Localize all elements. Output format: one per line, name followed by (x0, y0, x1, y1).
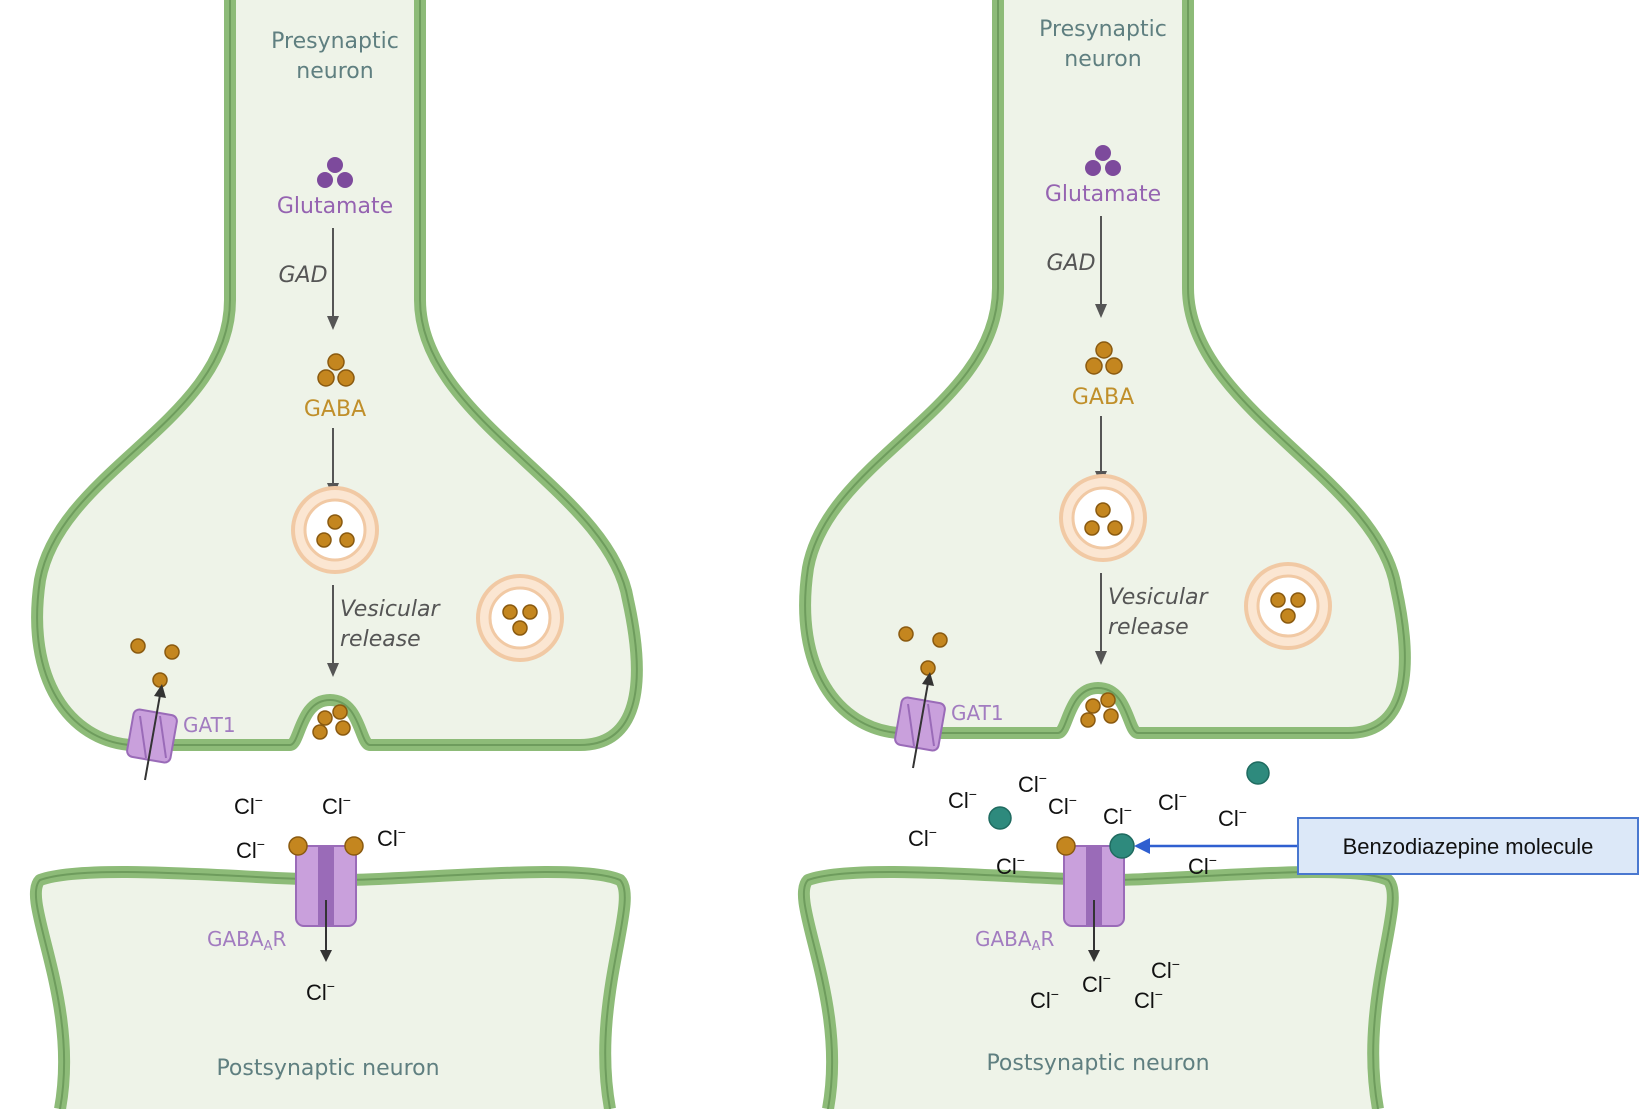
right-panel: Presynaptic neuron Glutamate GAD GABA (804, 0, 1405, 1109)
gad-label: GAD (1046, 251, 1095, 276)
gabaar-label: GABAAR (207, 927, 287, 954)
vesicular-release-arrow (327, 585, 339, 677)
chloride-ion: Cl− (234, 792, 263, 819)
gat1-label: GAT1 (183, 713, 236, 737)
presynaptic-label-line2: neuron (1064, 47, 1141, 72)
gad-label: GAD (278, 263, 327, 288)
svg-text:Cl−: Cl− (1103, 802, 1132, 829)
vesicular-label-line1: Vesicular (1108, 585, 1210, 610)
svg-text:Cl−: Cl− (948, 786, 977, 813)
released-gaba-exocytosis (1080, 692, 1119, 728)
released-gaba-exocytosis (312, 704, 351, 740)
gad-arrow (1095, 216, 1107, 318)
benzodiazepine-label: Benzodiazepine molecule (1343, 834, 1594, 859)
svg-text:Cl−: Cl− (1151, 956, 1180, 983)
left-panel: Presynaptic neuron Glutamate GAD GABA (36, 0, 637, 1109)
callout-box (1297, 817, 1639, 875)
callout-arrow-head (1134, 838, 1150, 854)
free-benzodiazepines (988, 761, 1270, 830)
chloride-ion: Cl− (306, 978, 335, 1005)
glutamate-molecules (317, 157, 353, 188)
glutamate-label: Glutamate (277, 194, 393, 219)
gat1-label: GAT1 (951, 701, 1004, 725)
presynaptic-label-line2: neuron (296, 59, 373, 84)
gabaar-label: GABAAR (975, 927, 1055, 954)
reuptake-gaba (130, 638, 180, 688)
postsynaptic-label: Postsynaptic neuron (216, 1056, 439, 1081)
svg-text:Cl−: Cl− (1218, 804, 1247, 831)
gat1-transporter (894, 672, 946, 769)
svg-text:Cl−: Cl− (996, 852, 1025, 879)
gaba-molecules (1085, 341, 1123, 375)
chloride-ion: Cl− (377, 824, 406, 851)
chloride-ion: Cl− (322, 792, 351, 819)
vesicular-label-line2: release (1108, 615, 1189, 640)
glutamate-label: Glutamate (1045, 182, 1161, 207)
gad-arrow (327, 228, 339, 330)
vesicle-center (291, 486, 379, 574)
svg-text:Cl−: Cl− (1158, 788, 1187, 815)
gabaa-receptor (1056, 833, 1135, 962)
svg-text:Cl−: Cl− (1018, 770, 1047, 797)
gabaa-receptor (288, 836, 364, 962)
svg-text:Cl−: Cl− (1082, 970, 1111, 997)
vesicle-right (1244, 562, 1332, 650)
vesicular-release-arrow (1095, 573, 1107, 665)
vesicular-label-line2: release (340, 627, 421, 652)
gaba-label: GABA (1072, 385, 1134, 410)
presynaptic-label-line1: Presynaptic (1039, 17, 1167, 42)
svg-text:Cl−: Cl− (1188, 852, 1217, 879)
bound-benzodiazepine (1109, 833, 1135, 859)
postsynaptic-label: Postsynaptic neuron (986, 1051, 1209, 1076)
chloride-ions-right: Cl− Cl− Cl− Cl− Cl− Cl− Cl− Cl− Cl− Cl− … (908, 770, 1247, 1013)
chloride-ions-left: Cl− Cl− Cl− Cl− Cl− (234, 792, 406, 1005)
svg-text:Cl−: Cl− (1134, 986, 1163, 1013)
gat1-transporter (126, 684, 178, 781)
presynaptic-label-line1: Presynaptic (271, 29, 399, 54)
vesicle-center (1059, 474, 1147, 562)
vesicle-right (476, 574, 564, 662)
svg-text:Cl−: Cl− (1048, 792, 1077, 819)
glutamate-molecules (1085, 145, 1121, 176)
svg-text:Cl−: Cl− (1030, 986, 1059, 1013)
svg-text:Cl−: Cl− (908, 824, 937, 851)
chloride-ion: Cl− (236, 836, 265, 863)
vesicular-label-line1: Vesicular (340, 597, 442, 622)
benzodiazepine-callout: Benzodiazepine molecule (1134, 817, 1639, 875)
reuptake-gaba (898, 626, 948, 676)
gaba-molecules (317, 353, 355, 387)
gaba-label: GABA (304, 397, 366, 422)
